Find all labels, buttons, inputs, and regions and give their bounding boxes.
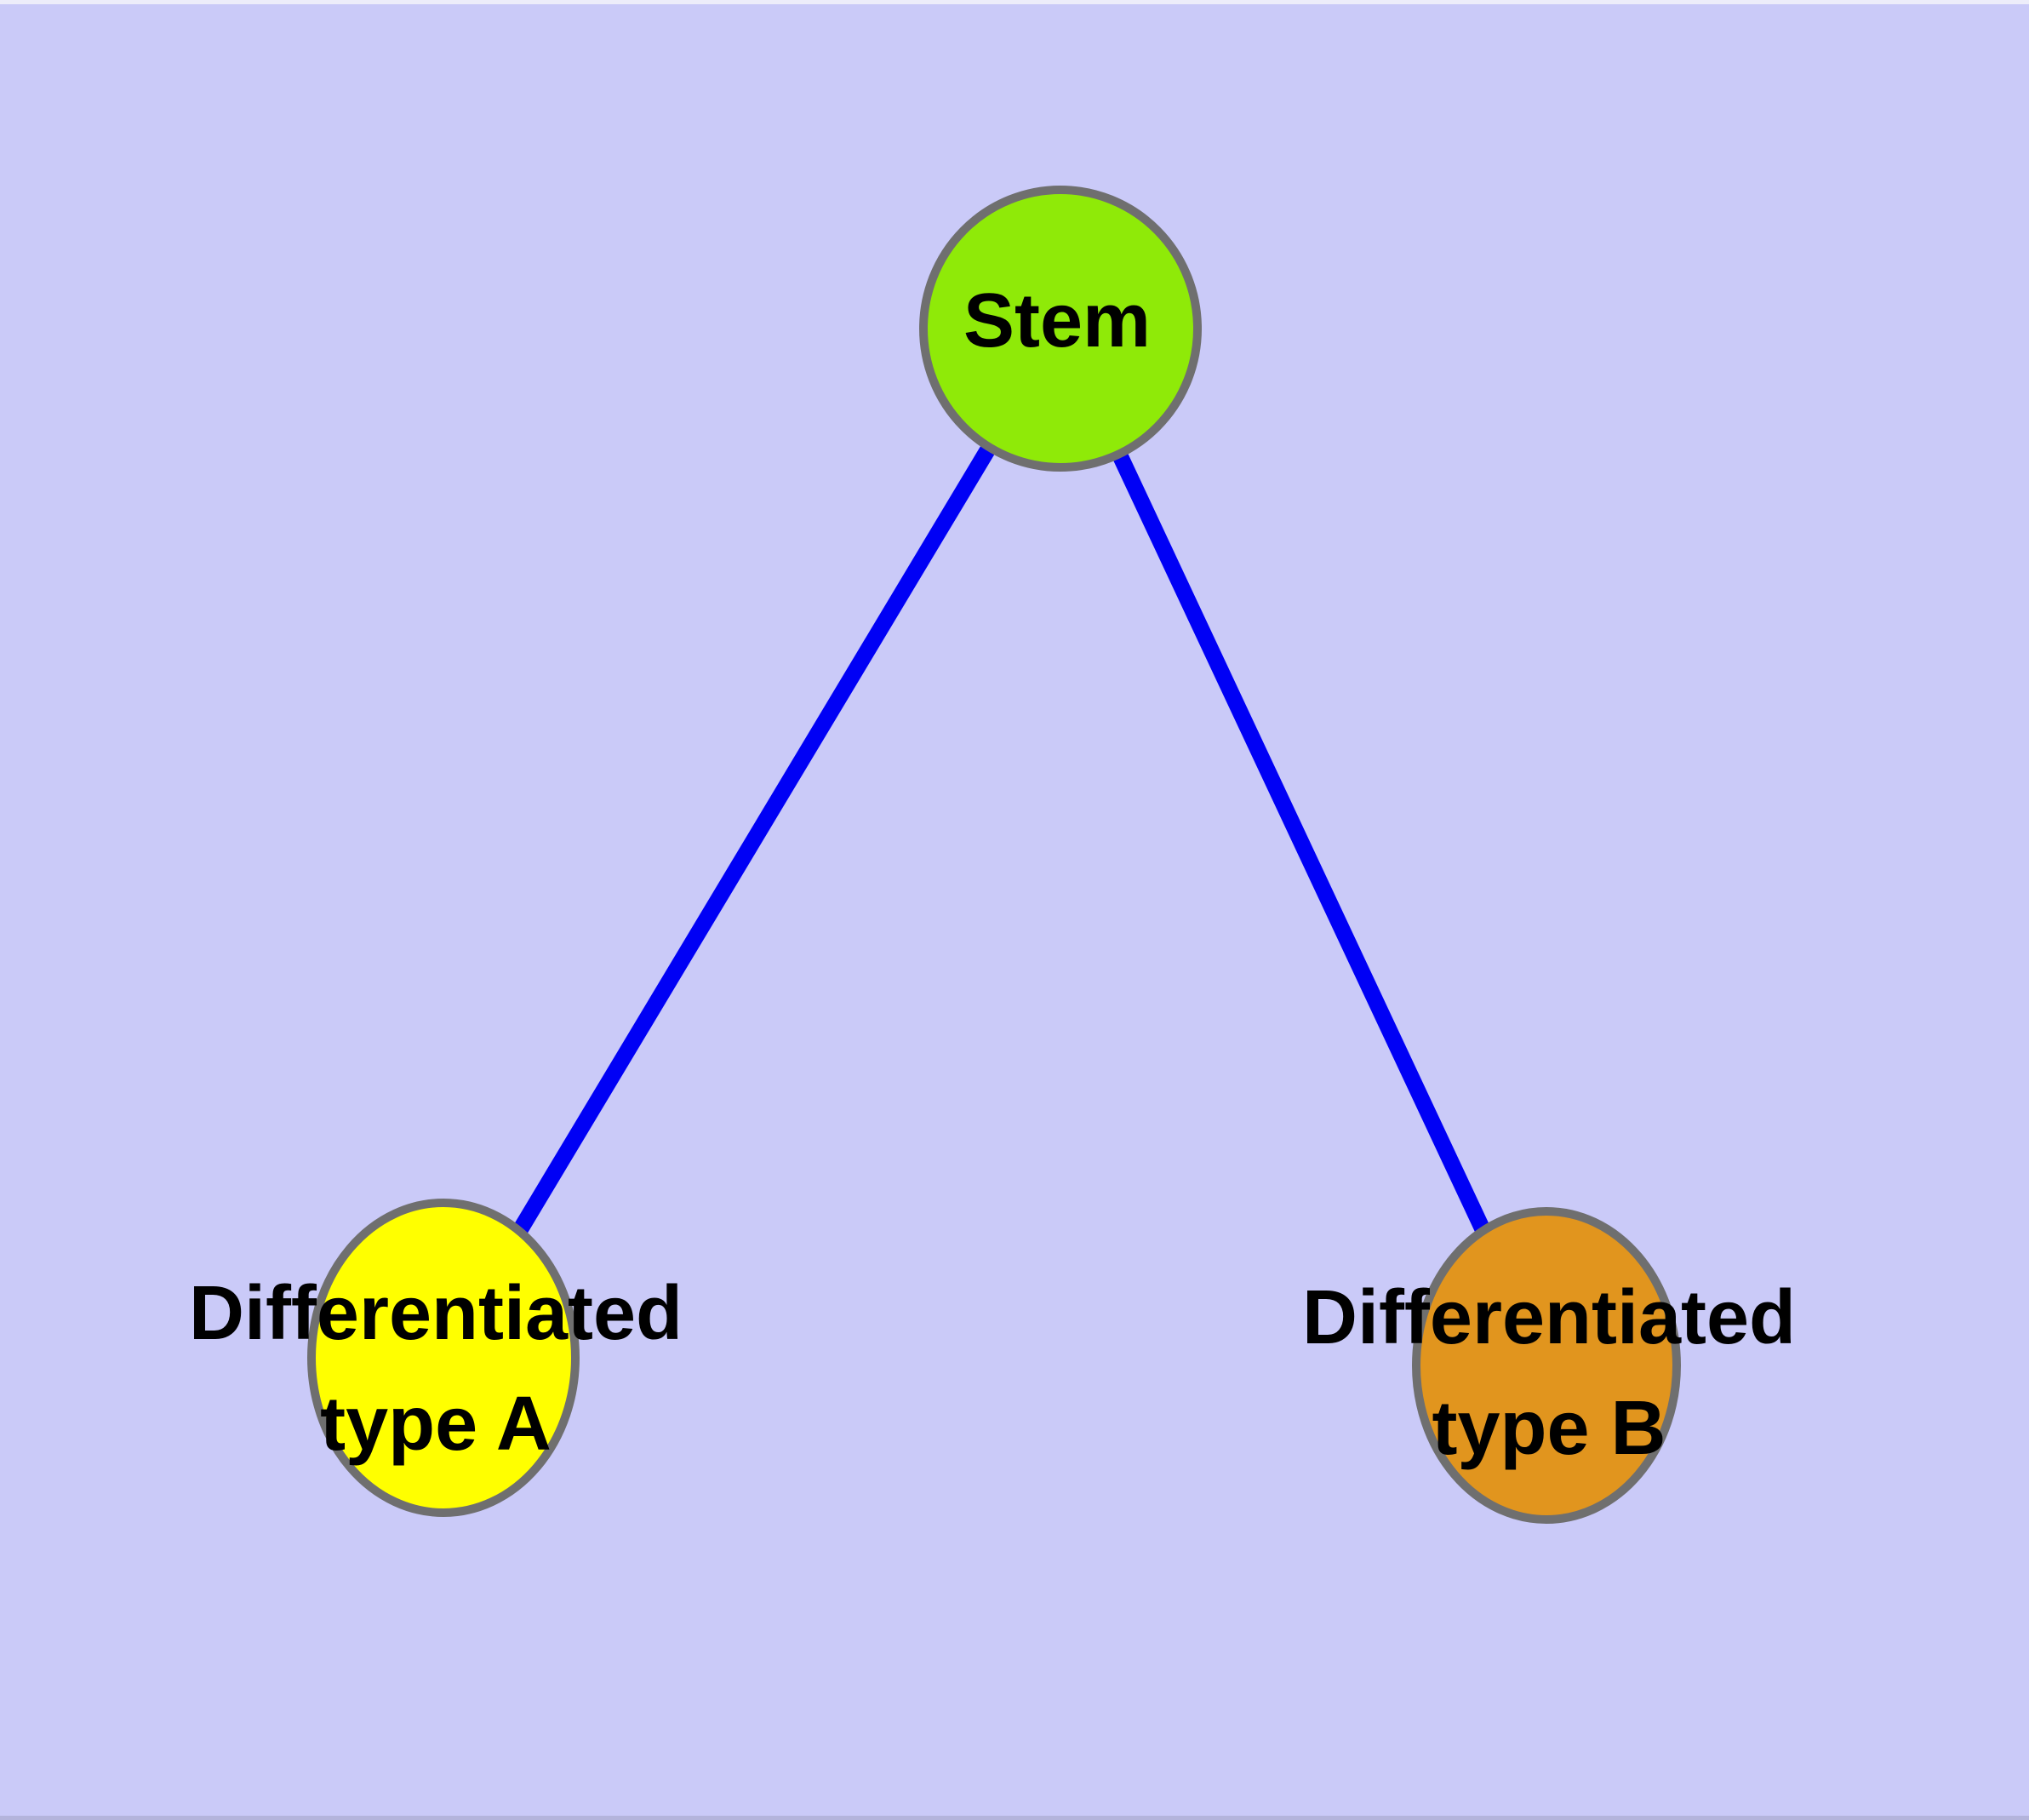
node-type-a-label-line2: type A [320,1382,552,1467]
node-stem-label: Stem [963,278,1151,363]
node-stem [919,186,1202,472]
edge-stem-to-type-b [1053,324,1554,1370]
edge-stem-to-type-a [436,324,1068,1362]
top-window-edge [0,0,2029,4]
node-differentiated-type-a [307,1199,580,1517]
node-type-b-label-line2: type B [1432,1386,1666,1471]
node-type-a-label-line1: Differentiated [189,1271,683,1356]
node-type-b-label-line1: Differentiated [1302,1275,1796,1360]
node-differentiated-type-b [1412,1207,1681,1524]
bottom-window-edge [0,1816,2029,1820]
